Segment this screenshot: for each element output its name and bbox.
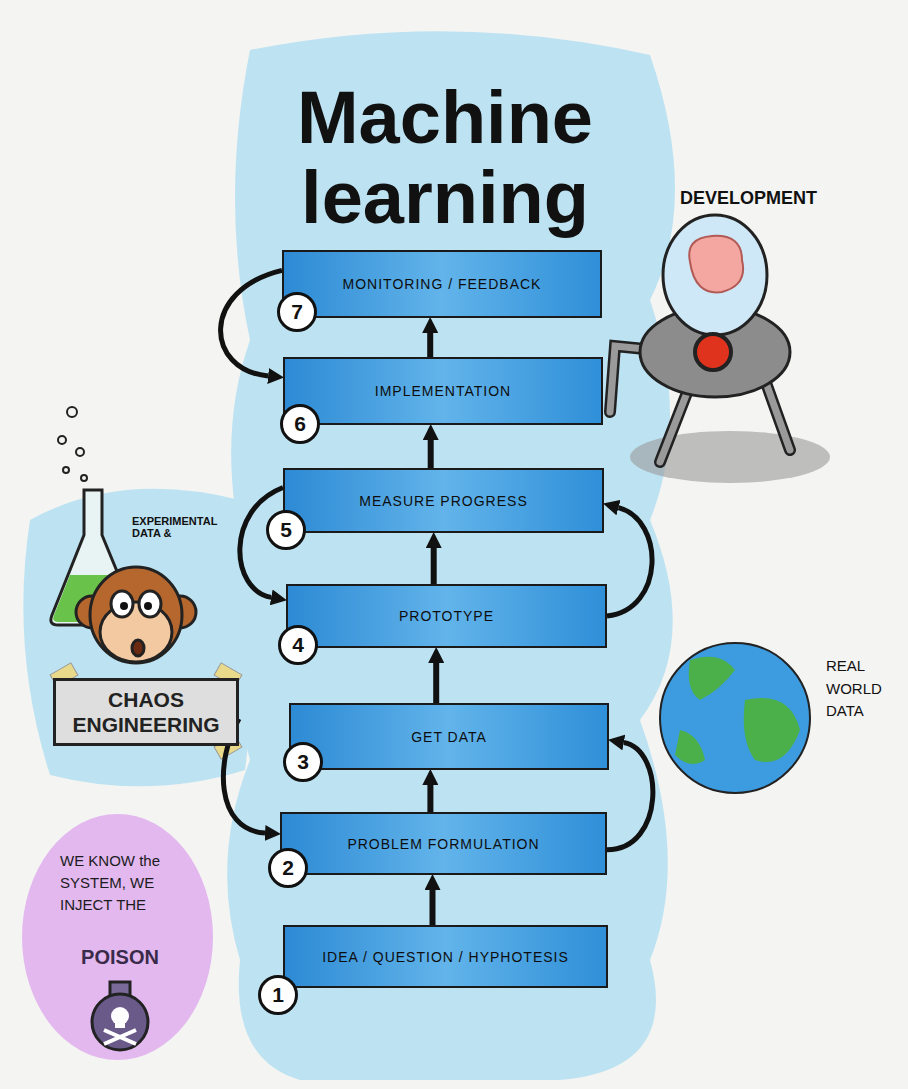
process-box: PROTOTYPE	[286, 584, 607, 648]
globe-label: REAL WORLD DATA	[826, 655, 896, 723]
process-box: IDEA / QUESTION / HYPHOTESIS	[283, 925, 608, 988]
step-label: MEASURE PROGRESS	[359, 493, 527, 509]
step-label: MONITORING / FEEDBACK	[343, 276, 542, 292]
step-label: PROTOTYPE	[399, 608, 494, 624]
flow-arrow	[431, 548, 437, 584]
bottle-label: POISON	[60, 946, 180, 969]
flask-label: EXPERIMENTAL DATA &	[132, 515, 227, 539]
robot	[610, 215, 830, 483]
process-box: IMPLEMENTATION	[283, 357, 603, 425]
flow-arrow	[433, 663, 439, 703]
callout-number: 2	[268, 848, 308, 888]
flow-arrow	[607, 743, 653, 850]
flow-arrow	[221, 270, 282, 376]
callout-number: 7	[277, 292, 317, 332]
blue-wash	[227, 31, 675, 1080]
callout-number: 4	[278, 625, 318, 665]
process-box: PROBLEM FORMULATION	[280, 812, 607, 875]
note-text: CHAOS ENGINEERING	[71, 687, 221, 737]
note-blob: WE KNOW the SYSTEM, WE INJECT THE	[20, 812, 215, 1062]
globe	[660, 643, 810, 793]
callout-number: 3	[283, 742, 323, 782]
flow-arrow	[427, 785, 433, 812]
note-text: WE KNOW the SYSTEM, WE INJECT THE	[60, 850, 195, 915]
step-label: IDEA / QUESTION / HYPHOTESIS	[322, 949, 569, 965]
flow-arrow	[607, 508, 652, 616]
bubbles	[58, 407, 87, 481]
poison-bottle	[20, 812, 215, 1062]
diagram-title: Machine learning	[245, 78, 645, 238]
process-box: MEASURE PROGRESS	[283, 468, 604, 533]
flow-arrow	[427, 333, 433, 357]
robot-label: DEVELOPMENT	[680, 188, 860, 209]
sign-tape	[50, 663, 242, 759]
flow-arrow	[428, 440, 434, 468]
callout-number: 5	[266, 510, 306, 550]
callout-number: 6	[280, 404, 320, 444]
step-label: IMPLEMENTATION	[375, 383, 511, 399]
step-label: GET DATA	[411, 729, 487, 745]
process-box: MONITORING / FEEDBACK	[282, 250, 602, 318]
blob-shape	[22, 814, 213, 1060]
process-box: GET DATA	[289, 703, 609, 770]
flow-arrow	[430, 890, 436, 925]
chaos-sign: CHAOS ENGINEERING	[53, 678, 239, 746]
callout-number: 1	[258, 975, 298, 1015]
step-label: PROBLEM FORMULATION	[347, 836, 539, 852]
blue-wash	[23, 489, 254, 787]
monkey	[76, 567, 196, 663]
